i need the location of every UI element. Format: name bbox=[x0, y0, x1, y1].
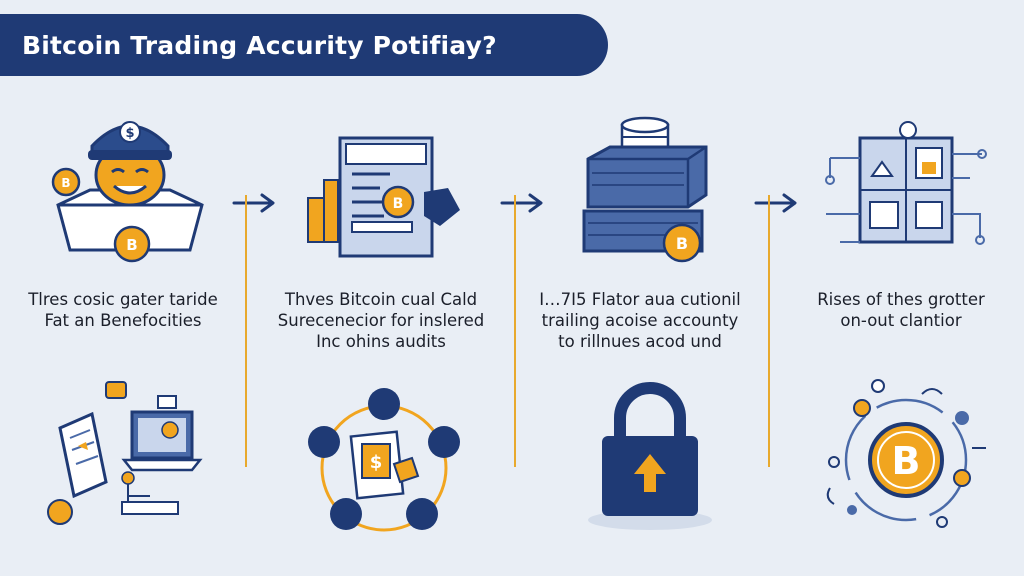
step-text-line: I…7I5 Flator aua cutionil bbox=[539, 290, 741, 309]
coin-symbol: B bbox=[393, 196, 404, 212]
guard-illustration: $ B B bbox=[51, 121, 204, 263]
step-4-description: Rises of thes grotter on-out clantior bbox=[786, 289, 1016, 331]
step-text-line: on-out clantior bbox=[840, 311, 962, 330]
coin-symbol: B bbox=[126, 236, 137, 254]
step-text-line: Surecenecior for inslered bbox=[277, 311, 485, 330]
coin-symbol: B bbox=[892, 439, 921, 483]
divider-line bbox=[514, 195, 516, 467]
coin-symbol: B bbox=[61, 176, 70, 190]
step-text-line: Inc ohins audits bbox=[316, 332, 446, 351]
coin-network-illustration: B bbox=[826, 379, 986, 528]
server-stack-illustration: B bbox=[582, 116, 708, 263]
divider-line bbox=[768, 195, 770, 467]
card-symbol: $ bbox=[370, 452, 383, 473]
step-text-line: trailing acoise accounty bbox=[541, 311, 739, 330]
hat-badge-symbol: $ bbox=[125, 126, 134, 141]
arrow-right-icon bbox=[232, 193, 275, 213]
step-2-description: Thves Bitcoin cual Cald Surecenecior for… bbox=[262, 289, 500, 352]
circuit-panel-illustration bbox=[825, 121, 987, 245]
step-text-line: Rises of thes grotter bbox=[817, 290, 985, 309]
step-text-line: Thves Bitcoin cual Cald bbox=[284, 290, 478, 309]
page-title: Bitcoin Trading Accurity Potifiay? bbox=[22, 30, 497, 60]
divider-line bbox=[245, 195, 247, 467]
step-1-description: Tlres cosic gater taride Fat an Benefoci… bbox=[8, 289, 238, 331]
step-text-line: Fat an Benefocities bbox=[44, 311, 202, 330]
arrow-right-icon bbox=[754, 193, 797, 213]
title-banner: Bitcoin Trading Accurity Potifiay? bbox=[0, 14, 608, 76]
coin-symbol: B bbox=[676, 234, 688, 253]
devices-illustration bbox=[47, 381, 203, 525]
step-text-line: to rillnues acod und bbox=[558, 332, 722, 351]
step-text-line: Tlres cosic gater taride bbox=[28, 290, 218, 309]
step-3-description: I…7I5 Flator aua cutionil trailing acois… bbox=[520, 289, 760, 352]
arrow-right-icon bbox=[500, 193, 543, 213]
lock-icon bbox=[588, 382, 712, 530]
network-illustration: $ bbox=[308, 388, 460, 532]
document-illustration: B bbox=[307, 136, 460, 258]
